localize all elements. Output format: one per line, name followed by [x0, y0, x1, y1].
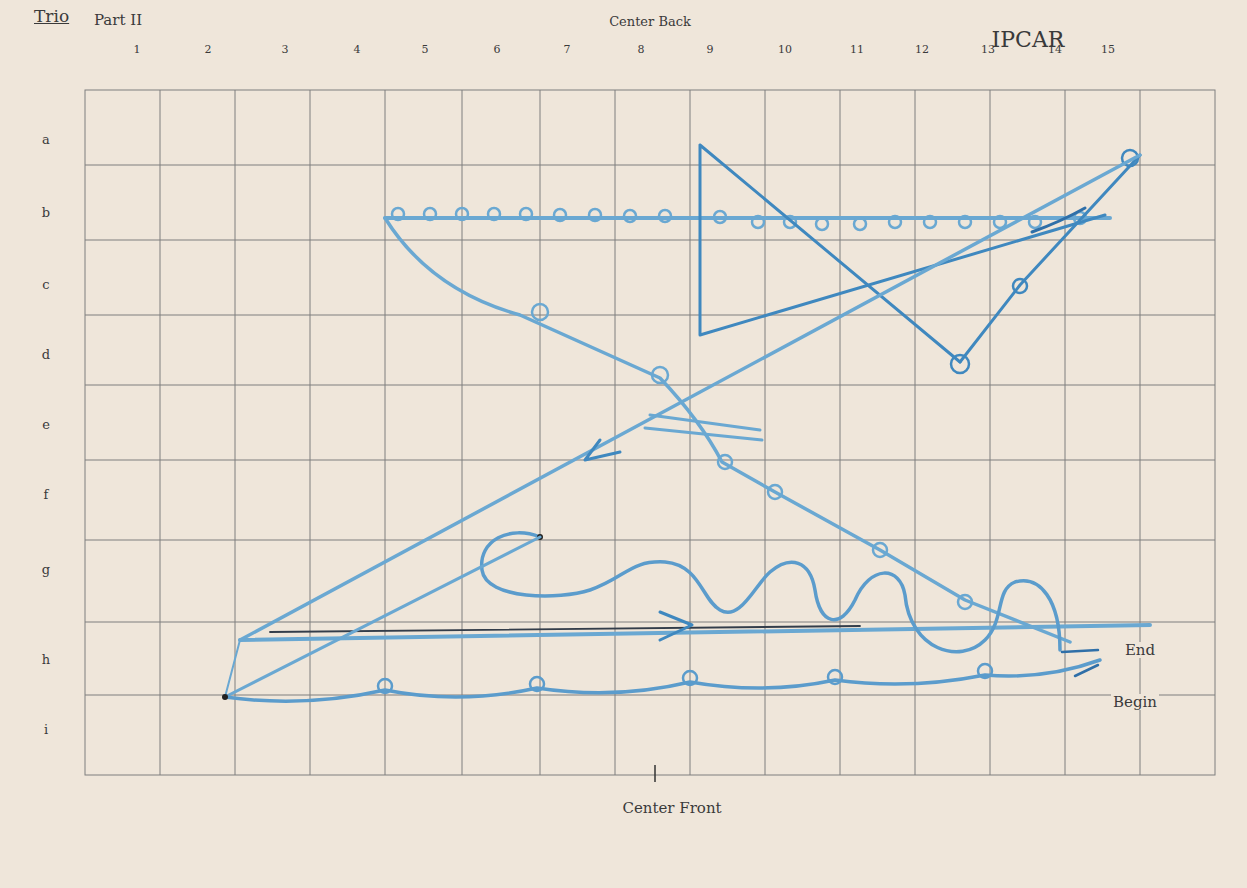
row-letter: e: [40, 418, 52, 432]
row-letter: g: [40, 563, 52, 577]
row-letter: h: [40, 653, 52, 667]
yard-number: 12: [913, 44, 931, 56]
yard-number: 10: [776, 44, 794, 56]
grid: [85, 90, 1215, 782]
yard-number: 2: [203, 44, 214, 56]
yard-number: 7: [562, 44, 573, 56]
yard-number: 4: [352, 44, 363, 56]
begin-label: Begin: [1111, 694, 1159, 711]
row-letter: i: [42, 723, 50, 737]
march-paths: [222, 145, 1150, 701]
row-letter: a: [40, 133, 52, 147]
yard-number: 3: [280, 44, 291, 56]
yard-number: 8: [636, 44, 647, 56]
yard-number: 13: [979, 44, 997, 56]
center-front-label: Center Front: [620, 800, 723, 817]
yard-number: 14: [1046, 44, 1064, 56]
row-letter: b: [40, 206, 52, 220]
yard-number: 6: [492, 44, 503, 56]
yard-number: 11: [848, 44, 866, 56]
yard-number: 5: [420, 44, 431, 56]
row-letter: c: [40, 278, 51, 292]
chart-title: Trio: [34, 6, 69, 26]
part-label: Part II: [92, 12, 144, 29]
yard-number: 1: [132, 44, 143, 56]
row-letter: d: [40, 348, 52, 362]
row-letter: f: [42, 488, 51, 502]
yard-number: 9: [705, 44, 716, 56]
center-back-label: Center Back: [607, 15, 693, 29]
end-label: End: [1123, 642, 1157, 659]
yard-number: 15: [1099, 44, 1117, 56]
